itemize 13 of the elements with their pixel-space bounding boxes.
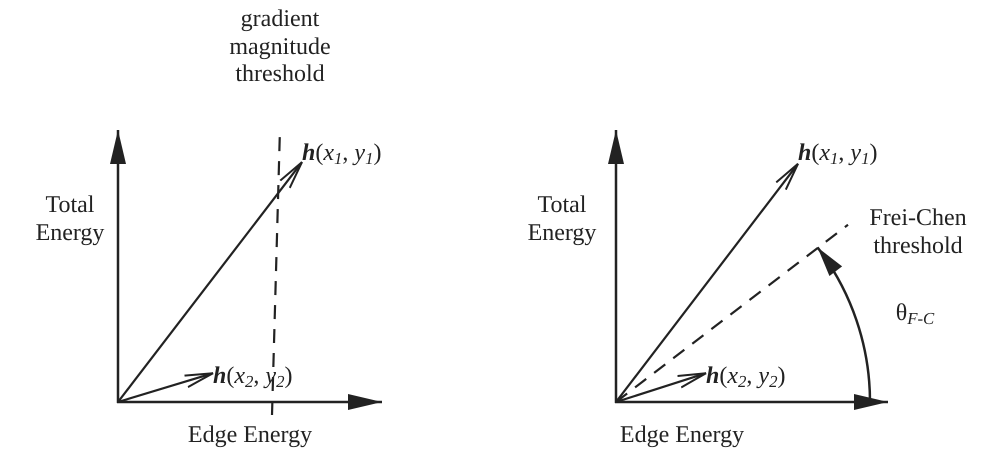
threshold-label: gradient magnitude threshold bbox=[215, 6, 345, 128]
vector-arrow bbox=[117, 161, 303, 403]
axis-label: Edge Energy bbox=[186, 422, 314, 450]
vector-label: h(x$_{1}$, y$_{1}$) bbox=[302, 140, 422, 174]
vector-arrow bbox=[118, 372, 214, 404]
vector-label: h(x$_{1}$, y$_{1}$) bbox=[798, 140, 918, 174]
threshold-label: Frei-Chen threshold bbox=[848, 205, 988, 271]
vector-arrow bbox=[615, 162, 799, 403]
vector-label: h(x$_{2}$, y$_{2}$) bbox=[706, 363, 826, 397]
angle-label: θ$_{F-C}$ bbox=[894, 300, 936, 328]
axis-label: Total Energy bbox=[526, 192, 598, 248]
axis-label: Edge Energy bbox=[618, 422, 746, 450]
axis-label: Total Energy bbox=[34, 192, 106, 248]
